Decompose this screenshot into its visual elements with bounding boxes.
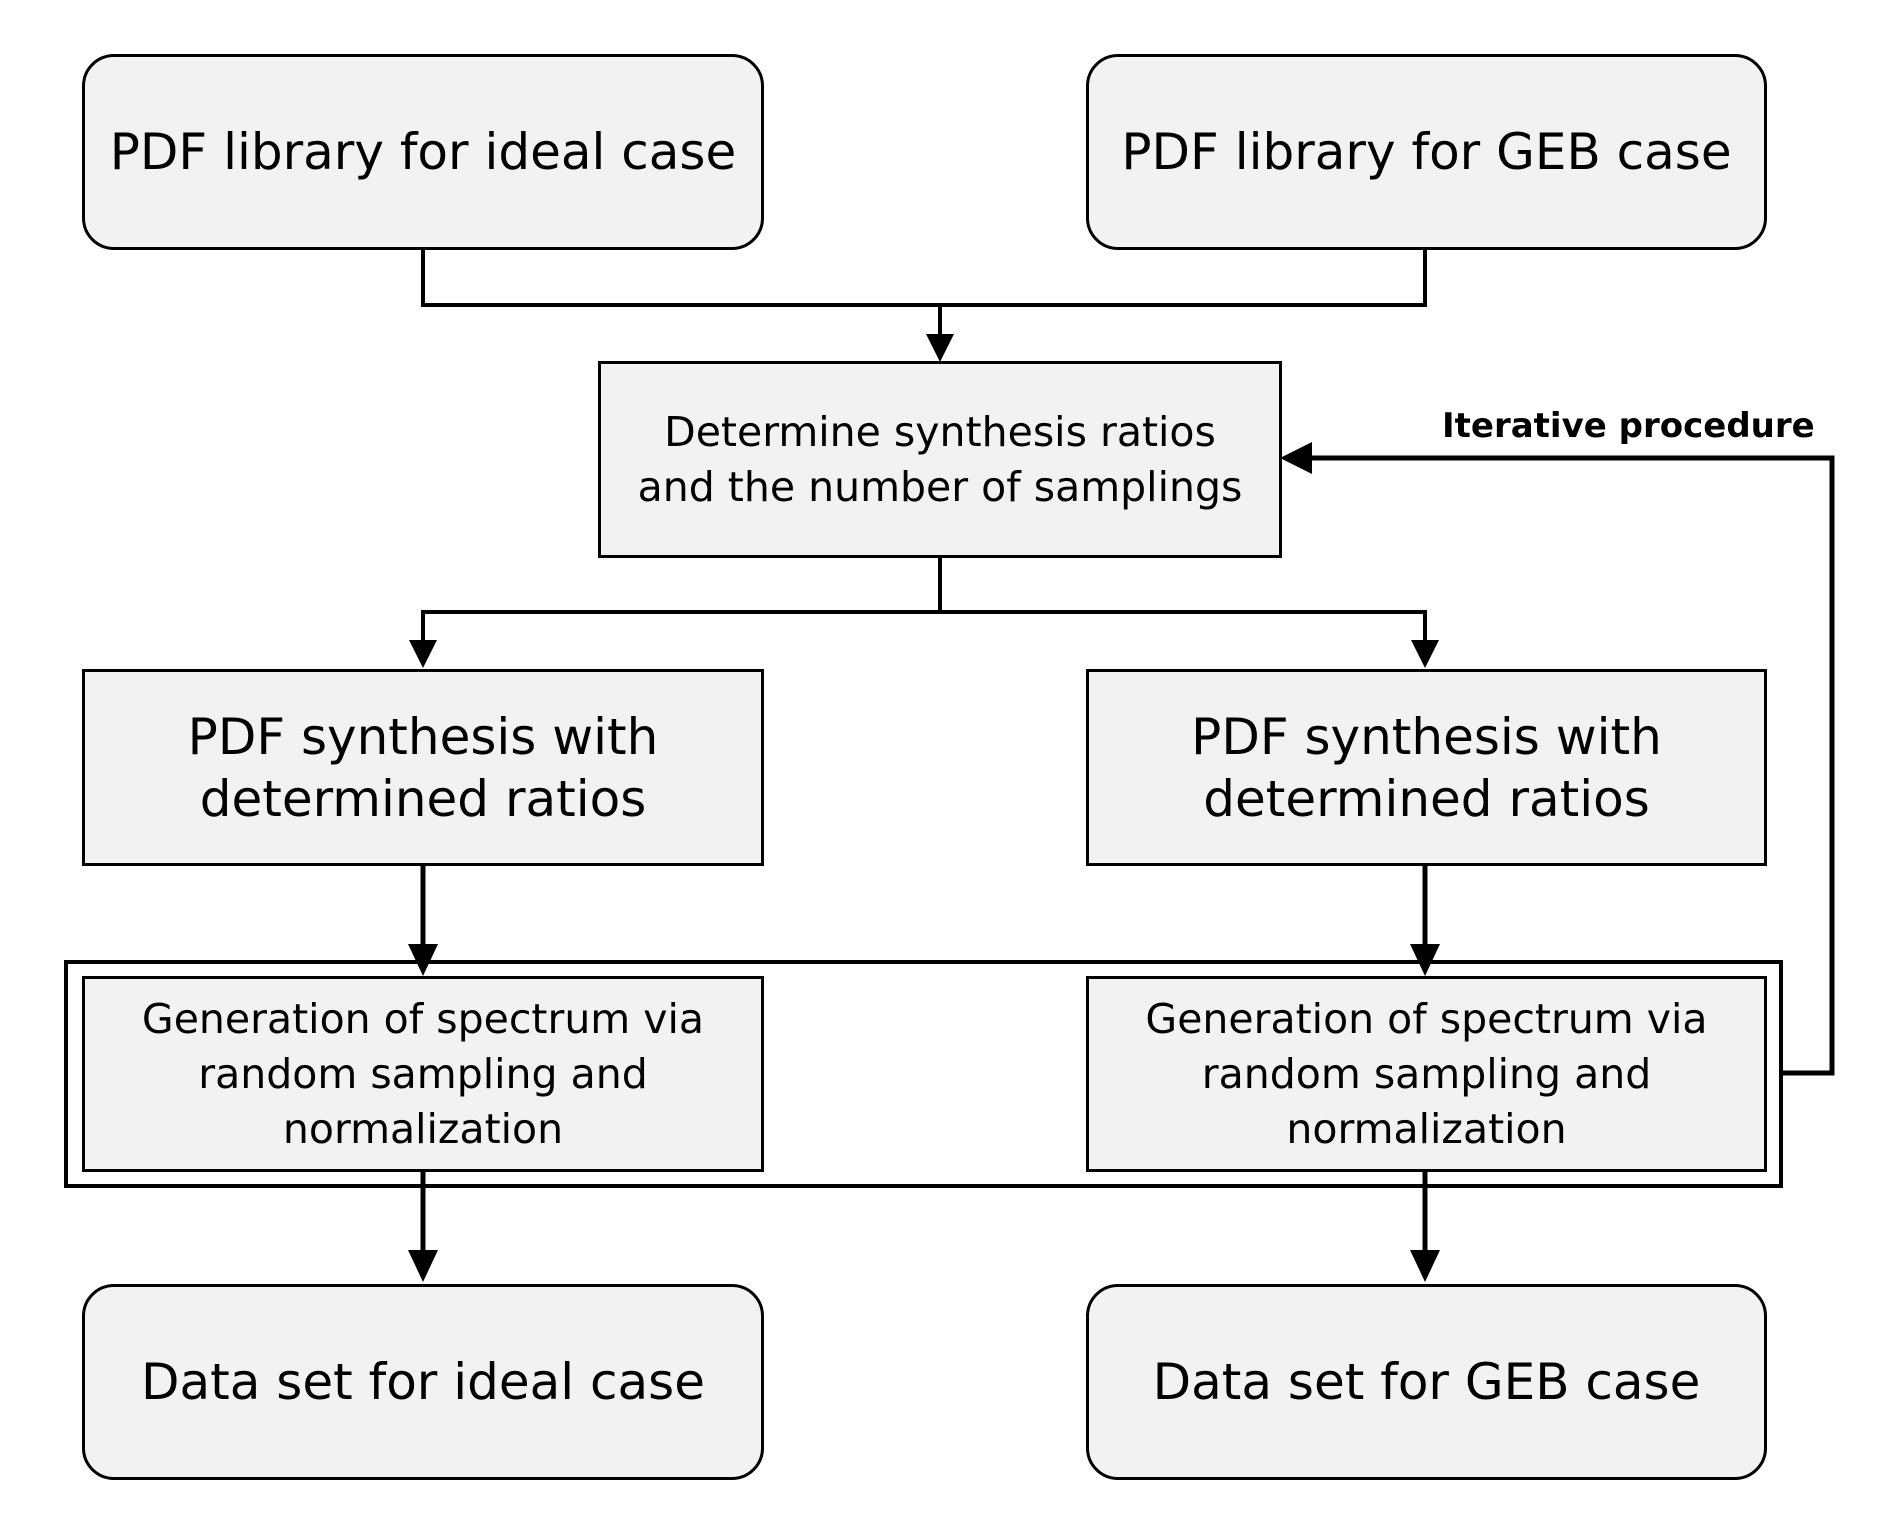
connector-determine-split — [421, 558, 1427, 640]
determine-line-1: Determine synthesis ratios — [664, 407, 1216, 456]
pdf-synthesis-left-box: PDF synthesis with determined ratios — [82, 669, 764, 866]
gen-right-line-2: random sampling and — [1201, 1049, 1652, 1098]
arrowhead-to-synth-right — [1411, 640, 1439, 668]
gen-right-line-1: Generation of spectrum via — [1145, 994, 1708, 1043]
synth-right-line-1: PDF synthesis with — [1191, 707, 1662, 766]
iterative-feedback-loop — [1310, 455, 1835, 1076]
gen-left-line-2: random sampling and — [198, 1049, 648, 1098]
connector-libraries-merge — [421, 250, 1427, 307]
generation-left-box: Generation of spectrum via random sampli… — [82, 976, 764, 1172]
arrowhead-gen-to-data-left — [408, 1250, 438, 1282]
synth-left-line-1: PDF synthesis with — [187, 707, 659, 766]
synth-right-line-2: determined ratios — [1203, 769, 1650, 828]
synth-left-line-2: determined ratios — [199, 769, 647, 828]
arrowhead-to-synth-left — [409, 640, 437, 668]
gen-right-line-3: normalization — [1286, 1104, 1567, 1153]
pdf-library-geb-box: PDF library for GEB case — [1086, 54, 1767, 250]
pdf-synthesis-right-box: PDF synthesis with determined ratios — [1086, 669, 1767, 866]
generation-group-frame — [64, 960, 1783, 1188]
iterative-procedure-label: Iterative procedure — [1442, 406, 1815, 446]
arrowhead-gen-to-data-right — [1410, 1250, 1440, 1282]
determine-line-2: and the number of samplings — [637, 462, 1243, 511]
arrowhead-to-determine — [926, 334, 954, 362]
generation-right-box: Generation of spectrum via random sampli… — [1086, 976, 1767, 1172]
pdf-library-geb-label: PDF library for GEB case — [1121, 123, 1732, 181]
arrowhead-iterative — [1280, 442, 1312, 474]
data-set-ideal-label: Data set for ideal case — [141, 1353, 705, 1411]
data-set-ideal-box: Data set for ideal case — [82, 1284, 764, 1480]
gen-left-line-1: Generation of spectrum via — [141, 994, 705, 1043]
pdf-library-ideal-label: PDF library for ideal case — [109, 123, 737, 181]
determine-ratios-box: Determine synthesis ratios and the numbe… — [598, 361, 1282, 558]
pdf-library-ideal-box: PDF library for ideal case — [82, 54, 764, 250]
gen-left-line-3: normalization — [282, 1104, 564, 1153]
data-set-geb-box: Data set for GEB case — [1086, 1284, 1767, 1480]
data-set-geb-label: Data set for GEB case — [1152, 1353, 1701, 1411]
